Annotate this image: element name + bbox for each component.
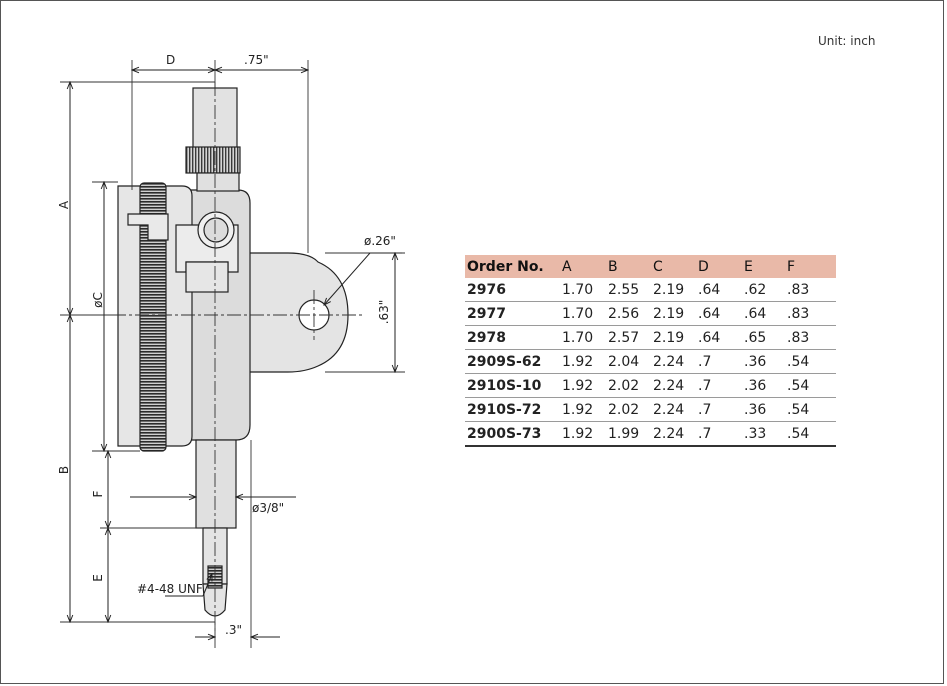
cell-c: 2.19 (651, 325, 696, 350)
cell-d: .64 (696, 325, 742, 350)
indicator-body (117, 87, 349, 617)
cell-order: 2978 (465, 325, 560, 350)
cell-e: .65 (742, 325, 785, 350)
cell-order: 2910S-72 (465, 397, 560, 422)
col-header-order: Order No. (465, 255, 560, 278)
dim-label-d: D (166, 53, 175, 67)
cell-order: 2977 (465, 301, 560, 326)
cell-d: .7 (696, 373, 742, 398)
cell-order: 2900S-73 (465, 421, 560, 447)
cell-a: 1.92 (560, 397, 606, 422)
cell-b: 2.02 (606, 397, 651, 422)
table-row: 2977 1.70 2.56 2.19 .64 .64 .83 (465, 301, 836, 326)
col-header-f: F (785, 255, 836, 278)
col-header-c: C (651, 255, 696, 278)
dim-label-thread: #4-48 UNF (137, 582, 203, 596)
cell-b: 1.99 (606, 421, 651, 447)
cell-d: .64 (696, 278, 742, 302)
cell-a: 1.92 (560, 421, 606, 447)
unit-note: Unit: inch (818, 34, 876, 48)
cell-b: 2.55 (606, 278, 651, 302)
dim-label-c: øC (91, 292, 105, 308)
cell-c: 2.24 (651, 349, 696, 374)
dim-label-stem: ø3/8" (252, 501, 284, 515)
col-header-e: E (742, 255, 785, 278)
cell-f: .83 (785, 278, 836, 302)
table-row: 2910S-10 1.92 2.02 2.24 .7 .36 .54 (465, 373, 836, 398)
table-row: 2976 1.70 2.55 2.19 .64 .62 .83 (465, 278, 836, 302)
dimension-lines (70, 70, 402, 637)
col-header-a: A (560, 255, 606, 278)
cell-f: .54 (785, 421, 836, 447)
cell-a: 1.92 (560, 349, 606, 374)
dim-label-depth: .75" (244, 53, 269, 67)
cell-a: 1.92 (560, 373, 606, 398)
cell-c: 2.24 (651, 397, 696, 422)
cell-order: 2976 (465, 278, 560, 302)
center-lines (112, 82, 365, 632)
cell-f: .54 (785, 397, 836, 422)
table-row: 2910S-72 1.92 2.02 2.24 .7 .36 .54 (465, 397, 836, 422)
cell-e: .33 (742, 421, 785, 447)
dim-label-f: F (91, 490, 105, 497)
dim-label-lug: .63" (377, 300, 391, 325)
cell-a: 1.70 (560, 301, 606, 326)
cell-order: 2910S-10 (465, 373, 560, 398)
cell-c: 2.24 (651, 421, 696, 447)
cell-b: 2.56 (606, 301, 651, 326)
cell-f: .83 (785, 301, 836, 326)
dim-label-e: E (91, 574, 105, 582)
cell-d: .7 (696, 397, 742, 422)
cell-c: 2.19 (651, 301, 696, 326)
cell-d: .64 (696, 301, 742, 326)
cell-e: .36 (742, 349, 785, 374)
cell-e: .36 (742, 397, 785, 422)
cell-e: .64 (742, 301, 785, 326)
col-header-d: D (696, 255, 742, 278)
table-header-row: Order No. A B C D E F (465, 255, 836, 278)
cell-e: .62 (742, 278, 785, 302)
cell-b: 2.04 (606, 349, 651, 374)
cell-f: .54 (785, 373, 836, 398)
cell-order: 2909S-62 (465, 349, 560, 374)
table-row: 2978 1.70 2.57 2.19 .64 .65 .83 (465, 325, 836, 350)
cell-c: 2.19 (651, 278, 696, 302)
cell-a: 1.70 (560, 278, 606, 302)
cell-d: .7 (696, 349, 742, 374)
col-header-b: B (606, 255, 651, 278)
cell-c: 2.24 (651, 373, 696, 398)
cell-e: .36 (742, 373, 785, 398)
table-row: 2909S-62 1.92 2.04 2.24 .7 .36 .54 (465, 349, 836, 374)
cell-d: .7 (696, 421, 742, 447)
dim-label-tip: .3" (225, 623, 242, 637)
dimension-table: Order No. A B C D E F 2976 1.70 2.55 2.1… (465, 255, 836, 447)
cell-a: 1.70 (560, 325, 606, 350)
dim-label-hole: ø.26" (364, 234, 396, 248)
dim-label-a: A (57, 200, 71, 209)
cell-f: .54 (785, 349, 836, 374)
cell-f: .83 (785, 325, 836, 350)
cell-b: 2.02 (606, 373, 651, 398)
dim-label-b: B (57, 466, 71, 474)
table-row: 2900S-73 1.92 1.99 2.24 .7 .33 .54 (465, 421, 836, 447)
cell-b: 2.57 (606, 325, 651, 350)
